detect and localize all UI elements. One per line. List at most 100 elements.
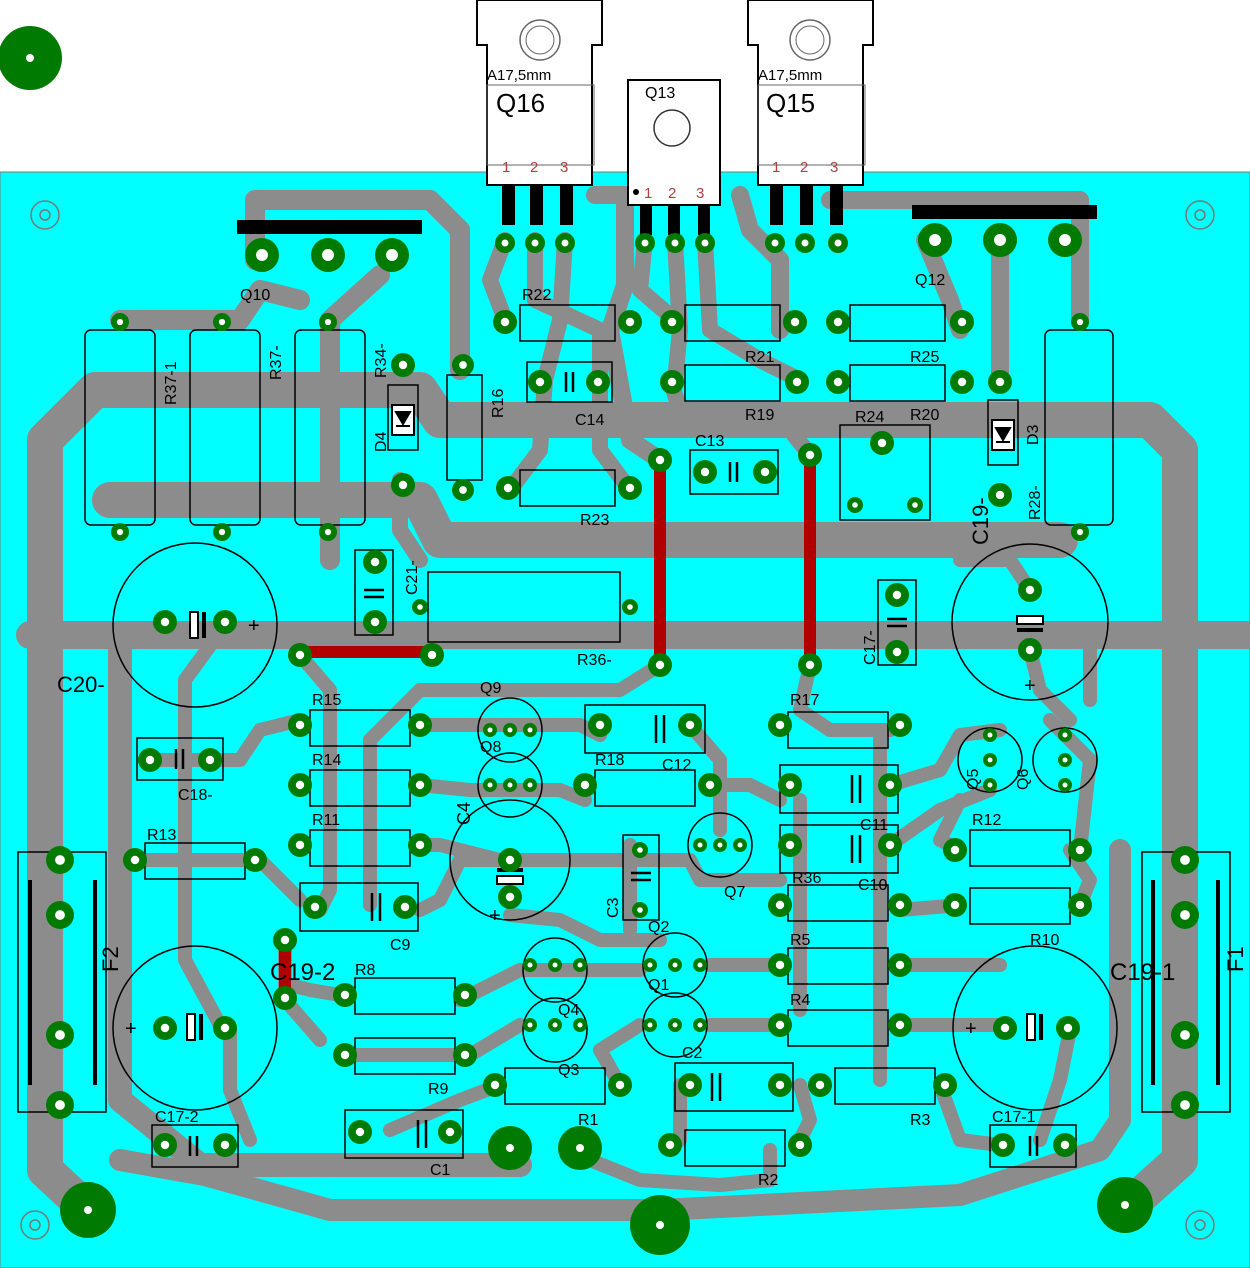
c191-plus: + bbox=[965, 1018, 977, 1040]
drill-hole bbox=[552, 962, 558, 968]
label-r17: R17 bbox=[790, 692, 819, 709]
fuse-symbols bbox=[28, 880, 1220, 1085]
cap-symbols bbox=[174, 372, 1039, 1156]
q15-label: Q15 bbox=[766, 88, 815, 118]
drill-hole bbox=[895, 960, 905, 970]
label-r5: R5 bbox=[790, 932, 811, 949]
drill-hole bbox=[1180, 855, 1190, 865]
drill-hole bbox=[895, 720, 905, 730]
label-r24: R24 bbox=[855, 409, 884, 426]
drill-hole bbox=[775, 900, 785, 910]
drill-hole bbox=[501, 239, 509, 247]
label-c3: C3 bbox=[605, 897, 622, 918]
label-q10: Q10 bbox=[240, 287, 270, 304]
drill-hole bbox=[805, 450, 815, 460]
drill-hole bbox=[957, 377, 967, 387]
drill-hole bbox=[950, 900, 960, 910]
drill-hole bbox=[697, 962, 703, 968]
drill-hole bbox=[324, 528, 332, 536]
label-c12: C12 bbox=[662, 757, 691, 774]
label-q1: Q1 bbox=[648, 977, 669, 994]
drill-hole bbox=[655, 455, 665, 465]
drill-hole bbox=[505, 892, 515, 902]
drill-hole bbox=[531, 239, 539, 247]
drill-hole bbox=[833, 377, 843, 387]
drill-hole bbox=[577, 962, 583, 968]
drill-hole bbox=[459, 486, 467, 494]
drill-hole bbox=[295, 840, 305, 850]
drill-hole bbox=[637, 847, 643, 853]
drill-hole bbox=[705, 780, 715, 790]
drill-hole bbox=[595, 720, 605, 730]
drill-hole bbox=[386, 249, 398, 261]
drill-hole bbox=[656, 1221, 664, 1229]
drill-hole bbox=[340, 1050, 350, 1060]
drill-hole bbox=[84, 1206, 92, 1214]
power-transistor-text: A17,5mm Q16 1 2 3 A17,5mm Q15 1 2 3 Q13 … bbox=[487, 67, 838, 202]
drill-hole bbox=[672, 962, 678, 968]
label-c172: C17-2 bbox=[155, 1109, 199, 1126]
drill-hole bbox=[1025, 645, 1035, 655]
drill-hole bbox=[552, 1022, 558, 1028]
drill-hole bbox=[785, 780, 795, 790]
drill-hole bbox=[995, 377, 1005, 387]
label-r20: R20 bbox=[910, 407, 939, 424]
label-r16: R16 bbox=[490, 389, 507, 418]
label-c9: C9 bbox=[390, 937, 411, 954]
drill-hole bbox=[625, 483, 635, 493]
drill-hole bbox=[912, 502, 918, 508]
drill-hole bbox=[527, 962, 533, 968]
drill-hole bbox=[998, 1140, 1008, 1150]
label-r37: R37- bbox=[268, 345, 285, 380]
q16-label: Q16 bbox=[496, 88, 545, 118]
label-c14: C14 bbox=[575, 412, 604, 429]
drill-hole bbox=[987, 782, 993, 788]
label-c19m: C19- bbox=[968, 497, 993, 545]
label-r14: R14 bbox=[312, 752, 341, 769]
q10-tab bbox=[237, 220, 422, 234]
c19m-plus: + bbox=[1024, 675, 1036, 697]
label-r4: R4 bbox=[790, 992, 811, 1009]
drill-hole bbox=[697, 842, 703, 848]
label-q3: Q3 bbox=[558, 1062, 579, 1079]
q12-tab bbox=[912, 205, 1097, 219]
label-c1: C1 bbox=[430, 1162, 451, 1179]
drill-hole bbox=[852, 502, 858, 508]
drill-hole bbox=[415, 780, 425, 790]
c192-plus: + bbox=[125, 1018, 137, 1040]
drill-hole bbox=[506, 1144, 514, 1152]
q13-label: Q13 bbox=[645, 85, 675, 102]
drill-hole bbox=[527, 727, 533, 733]
drill-hole bbox=[1059, 234, 1071, 246]
drill-hole bbox=[627, 604, 633, 610]
drill-hole bbox=[310, 902, 320, 912]
drill-hole bbox=[760, 467, 770, 477]
drill-hole bbox=[205, 755, 215, 765]
drill-hole bbox=[647, 1022, 653, 1028]
drill-hole bbox=[295, 780, 305, 790]
drill-hole bbox=[1121, 1201, 1129, 1209]
diode-symbols bbox=[391, 404, 1015, 451]
label-c18: C18- bbox=[178, 787, 213, 804]
drill-hole bbox=[220, 1140, 230, 1150]
drill-hole bbox=[895, 1020, 905, 1030]
label-r19: R19 bbox=[745, 407, 774, 424]
drill-hole bbox=[1062, 732, 1068, 738]
label-r8: R8 bbox=[355, 962, 376, 979]
drill-hole bbox=[295, 650, 305, 660]
label-d4: D4 bbox=[373, 431, 390, 452]
drill-hole bbox=[220, 617, 230, 627]
drill-hole bbox=[55, 910, 65, 920]
drill-hole bbox=[957, 317, 967, 327]
drill-hole bbox=[160, 1140, 170, 1150]
drill-hole bbox=[116, 318, 124, 326]
drill-hole bbox=[400, 902, 410, 912]
drill-hole bbox=[487, 782, 493, 788]
drill-hole bbox=[771, 239, 779, 247]
drill-hole bbox=[792, 377, 802, 387]
drill-hole bbox=[717, 842, 723, 848]
drill-hole bbox=[1180, 1100, 1190, 1110]
label-r1: R1 bbox=[578, 1112, 599, 1129]
drill-hole bbox=[577, 1022, 583, 1028]
